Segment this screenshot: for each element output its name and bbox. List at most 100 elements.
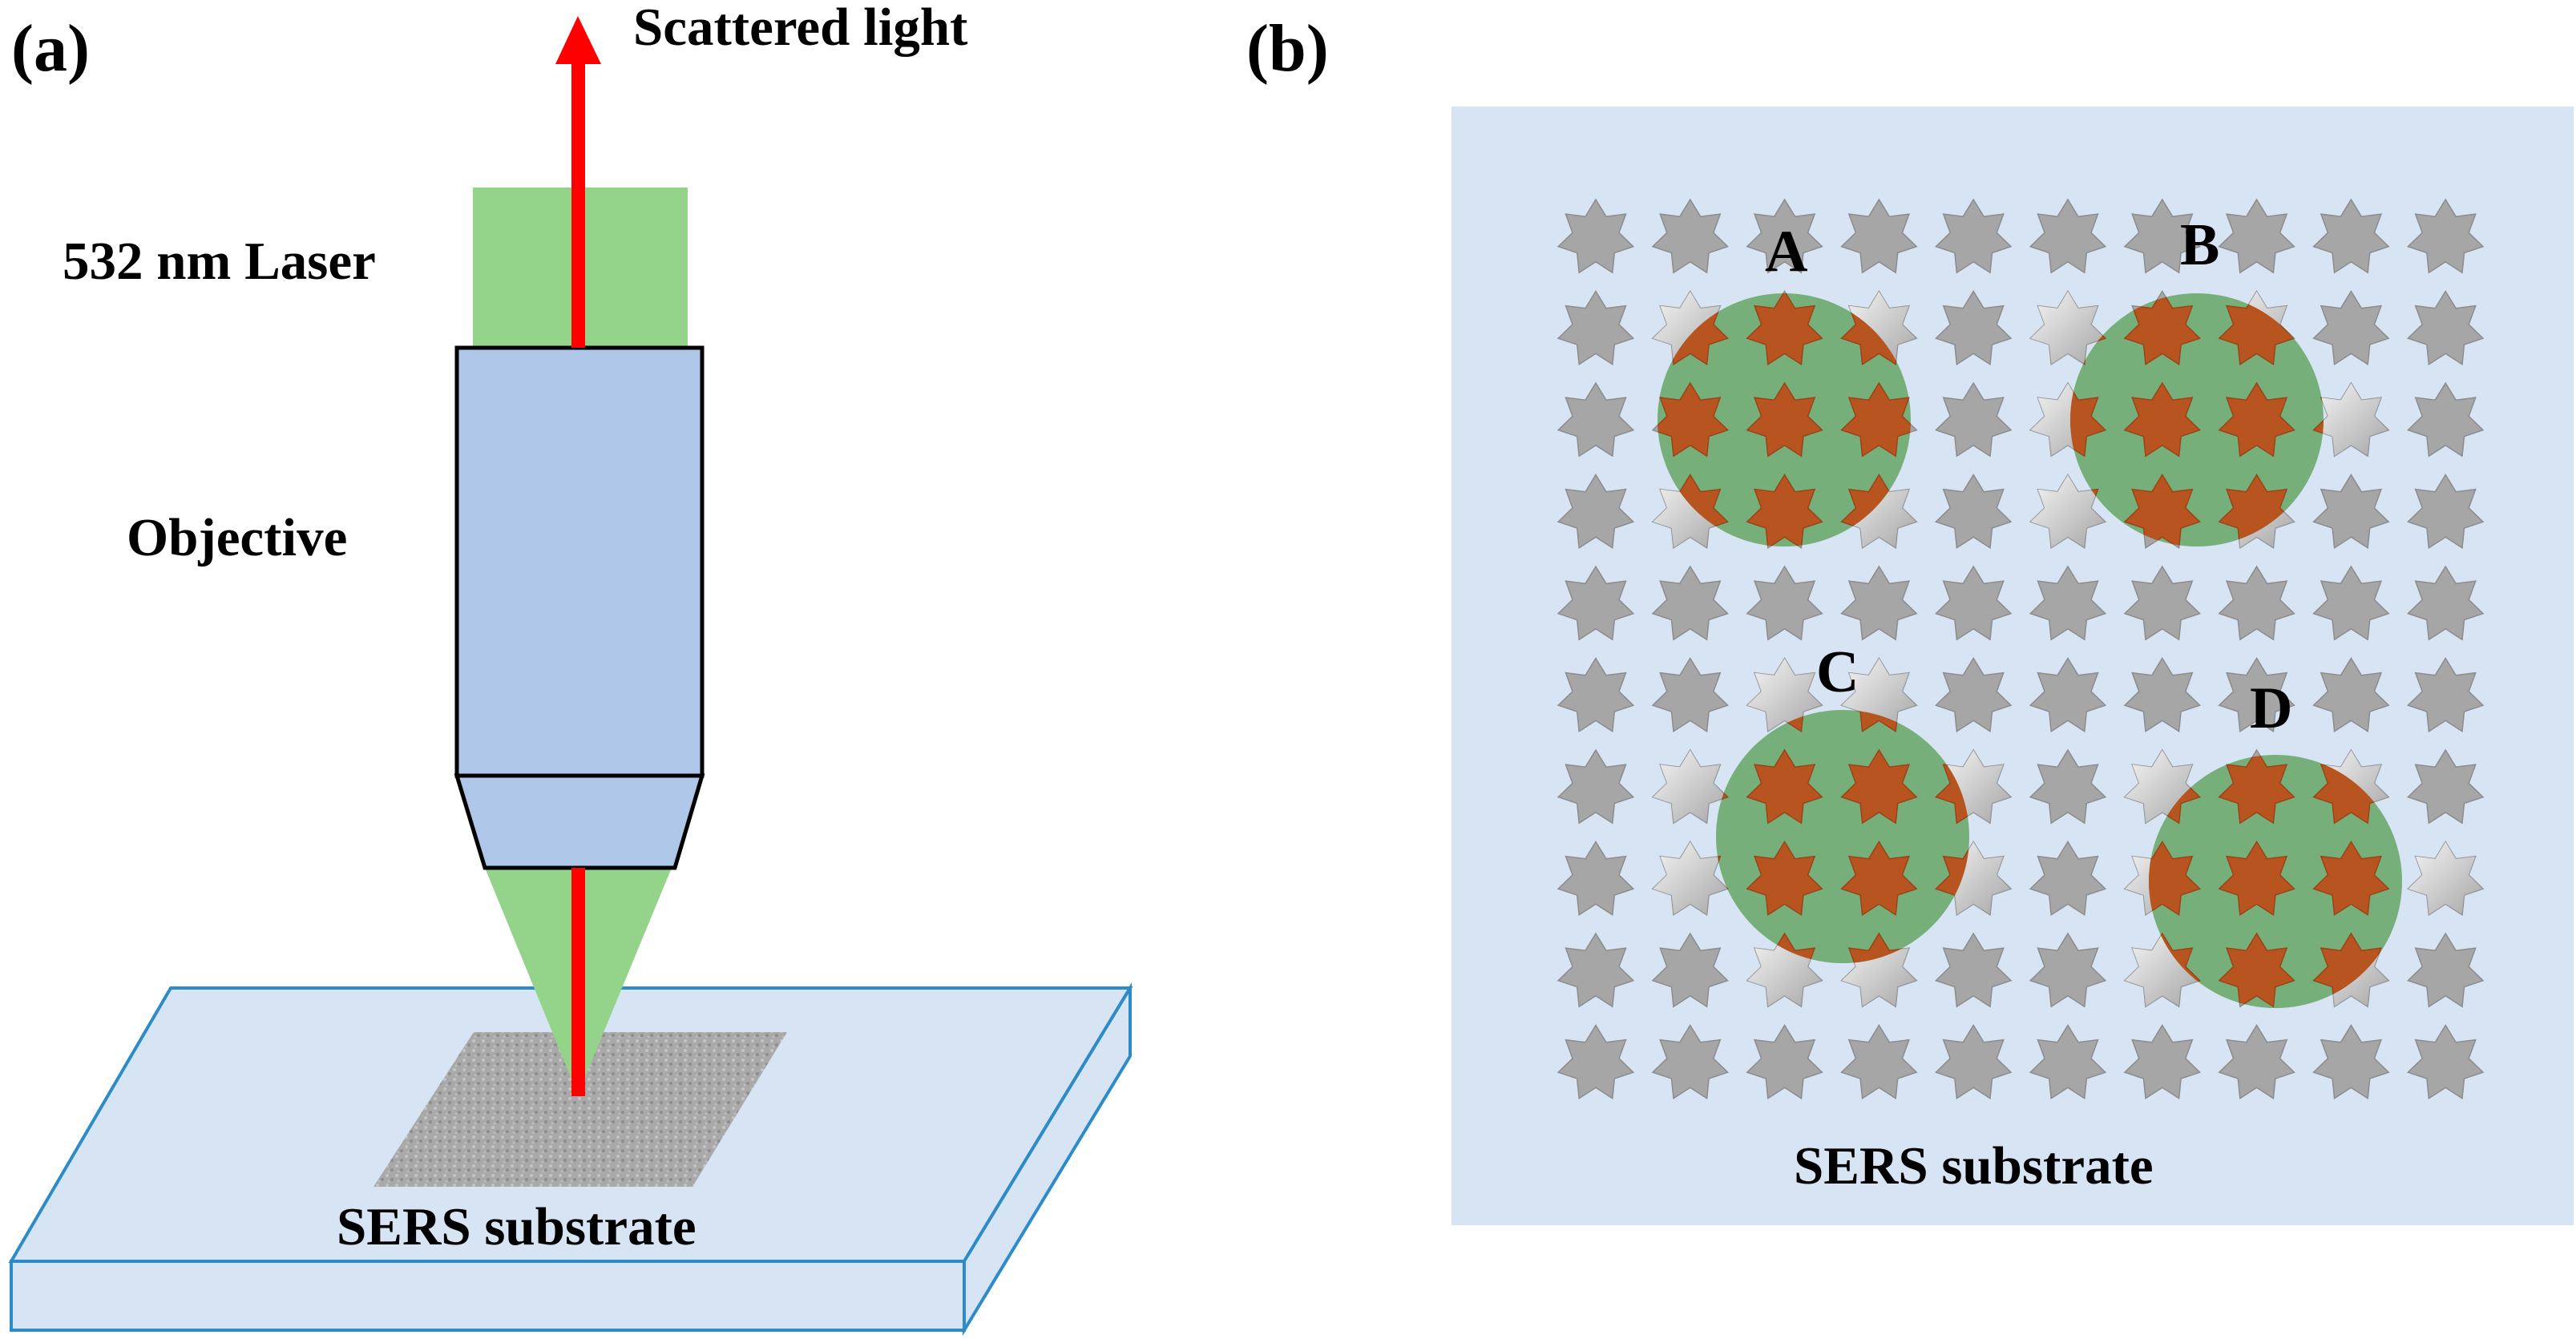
nanostar xyxy=(1557,381,1635,458)
nanostar xyxy=(2312,474,2390,549)
nanostar xyxy=(2312,565,2390,641)
substrate-label-b: SERS substrate xyxy=(1794,1136,2154,1196)
nanostar xyxy=(1651,565,1730,641)
panel-b-label: (b) xyxy=(1246,11,1329,86)
nanostar xyxy=(1934,565,2013,641)
spot-label-d: D xyxy=(2250,676,2292,741)
slab-side-face xyxy=(963,982,1132,1337)
scattered-light-arrow xyxy=(555,16,601,1096)
nanostar xyxy=(2312,657,2390,732)
excited-nanostar xyxy=(1934,841,1969,916)
nanostar xyxy=(2029,932,2107,1008)
objective-label: Objective xyxy=(127,508,347,567)
nanostar xyxy=(1557,841,1635,916)
nanostar-sheen xyxy=(1841,291,1917,365)
nanostar-array xyxy=(1557,198,2485,1099)
substrate-label-a: SERS substrate xyxy=(337,1197,696,1256)
nanostar xyxy=(2406,198,2485,274)
excited-nanostar xyxy=(1746,748,1823,825)
laser-label: 532 nm Laser xyxy=(63,232,376,291)
panel-a-label: (a) xyxy=(11,11,90,86)
substrate-background xyxy=(1452,107,2574,1225)
excited-nanostar xyxy=(2218,755,2295,825)
scattered-light-shaft-lower xyxy=(571,868,585,1096)
excited-nanostar xyxy=(1840,748,1918,825)
nanostar xyxy=(1557,198,1635,274)
excited-nanostar xyxy=(2123,293,2202,365)
nanostar xyxy=(2029,1024,2107,1099)
nanostar xyxy=(1651,198,1730,274)
excited-nanostar xyxy=(1657,381,1730,458)
nanostar xyxy=(2406,290,2485,365)
panel-b: (b) SERS substrate A B C D xyxy=(1246,11,2574,1225)
nanostar-sheen xyxy=(1746,658,1823,732)
nanostar xyxy=(2312,198,2390,274)
objective-tip xyxy=(454,773,705,870)
nanostar xyxy=(1557,1024,1635,1099)
nanostar xyxy=(2406,381,2485,458)
excited-nanostar xyxy=(2149,841,2202,916)
nanostar xyxy=(1746,1024,1823,1099)
nanostar xyxy=(2218,1024,2295,1099)
excited-nanostar xyxy=(2218,932,2295,1008)
nanostar xyxy=(1934,932,2013,1008)
nanostar xyxy=(1840,565,1918,641)
nanostar-sheen xyxy=(2408,841,2483,915)
excited-nanostar xyxy=(2123,474,2202,546)
nanostar xyxy=(1651,932,1730,1008)
objective-body xyxy=(454,345,705,778)
nanostar xyxy=(2312,1024,2390,1099)
slab-front-face xyxy=(10,1260,966,1332)
nanostar xyxy=(1651,1024,1730,1099)
nanostar-sheen xyxy=(1936,750,2011,824)
nanostar xyxy=(1557,932,1635,1008)
nanostar xyxy=(2123,198,2202,274)
spot-label-c: C xyxy=(1816,639,1859,705)
nanostar-sheen xyxy=(2030,291,2106,365)
nanostar xyxy=(1934,290,2013,365)
nanostar xyxy=(1557,290,1635,365)
nanostar xyxy=(2123,1024,2202,1099)
nanostar xyxy=(2312,290,2390,365)
excited-nanostar xyxy=(1746,293,1823,365)
nanostar-sheen xyxy=(2313,383,2389,457)
nanostar xyxy=(1934,198,2013,274)
nanostar xyxy=(1840,1024,1918,1099)
nanostar xyxy=(1557,657,1635,732)
objective-lens xyxy=(454,345,705,870)
nanostar xyxy=(1651,657,1730,732)
nanostar xyxy=(2029,198,2107,274)
nanostar xyxy=(2406,932,2485,1008)
nanostar xyxy=(1746,198,1823,274)
nanostar xyxy=(1934,474,2013,549)
nanostar-sheen xyxy=(1653,750,1728,824)
nanostar xyxy=(2218,565,2295,641)
laser-spots xyxy=(1657,293,2402,1008)
nanostar xyxy=(1557,748,1635,825)
nanostar-sheen xyxy=(1653,841,1728,915)
excited-nanostar xyxy=(1840,381,1911,458)
excited-nanostar xyxy=(2218,841,2295,916)
nanostar xyxy=(2218,657,2295,732)
scattered-light-shaft-upper xyxy=(571,58,585,348)
nanostar xyxy=(1934,657,2013,732)
excited-nanostar xyxy=(2123,381,2202,458)
nanostar-sheen xyxy=(2030,474,2106,548)
excited-nanostar xyxy=(1840,710,1918,732)
nanostar xyxy=(2218,198,2295,274)
excited-nanostar xyxy=(2312,841,2390,916)
excited-nanostar xyxy=(1746,841,1823,916)
nanostar xyxy=(2406,474,2485,549)
nanostar xyxy=(2029,565,2107,641)
excited-nanostar xyxy=(1840,841,1918,916)
nanostar-sheen xyxy=(1841,658,1917,732)
nanostar xyxy=(2406,657,2485,732)
nanostar xyxy=(1934,1024,2013,1099)
excited-nanostar xyxy=(1746,381,1823,458)
nanostar xyxy=(2123,565,2202,641)
nanostar xyxy=(1934,381,2013,458)
nanostar xyxy=(2029,748,2107,825)
nanostar xyxy=(2406,1024,2485,1099)
excited-nanostar xyxy=(1746,474,1823,546)
